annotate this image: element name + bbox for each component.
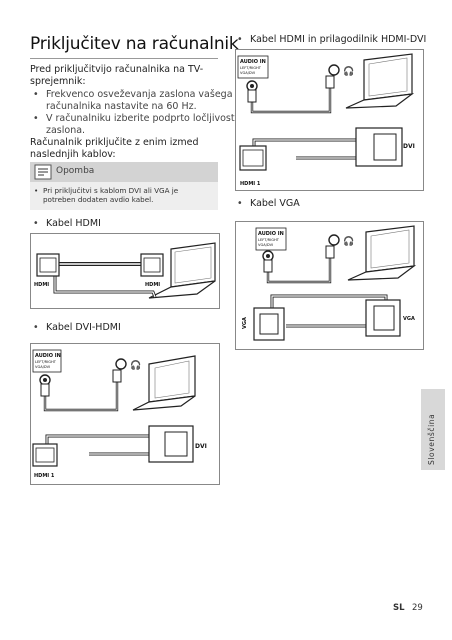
bullet-2-line-2: zaslona.: [46, 125, 86, 136]
hdmi1-label: HDMI 1: [240, 181, 261, 187]
bullet-dot: •: [237, 34, 243, 45]
bullet-1-line-1: Frekvenco osveževanja zaslona vašega: [46, 89, 233, 100]
bullet-dot: •: [33, 89, 39, 100]
note-label: Opomba: [56, 166, 95, 176]
intro-line-2: sprejemnik:: [30, 76, 86, 87]
vga-diagram: AUDIO IN LEFT/RIGHT VGA/DVI 🎧 VGA VGA: [235, 221, 424, 350]
language-side-tab: Slovenščina: [421, 389, 445, 470]
hdmi-dvi-diagram: AUDIO IN LEFT/RIGHT VGA/DVI 🎧 HDMI 1 DVI: [235, 49, 424, 191]
headphone-icon: 🎧: [343, 235, 354, 247]
page-number: 29: [412, 603, 423, 613]
audio-sub2-label: VGA/DVI: [240, 71, 255, 75]
note-header: Opomba: [30, 162, 218, 182]
note-text-line-2: potreben dodaten avdio kabel.: [43, 195, 154, 204]
intro-line-1: Pred priključitvijo računalnika na TV-: [30, 64, 204, 75]
vga-cable-illustration: AUDIO IN LEFT/RIGHT VGA/DVI 🎧 VGA VGA: [242, 225, 417, 341]
audio-in-label: AUDIO IN: [240, 59, 266, 65]
hdmi-diagram: HDMI HDMI: [30, 233, 220, 309]
vga-label: VGA: [242, 317, 248, 329]
section-hdmi-label: Kabel HDMI: [46, 218, 101, 229]
dvi-label: DVI: [195, 443, 207, 450]
bullet-dot: •: [33, 113, 39, 124]
audio-sub-label: LEFT/RIGHT: [35, 360, 57, 364]
audio-sub2-label: VGA/DVI: [35, 365, 50, 369]
footer-language: SL: [393, 603, 405, 613]
hdmi-label: HDMI: [145, 282, 160, 288]
dvi-hdmi-diagram: AUDIO IN LEFT/RIGHT VGA/DVI 🎧 HDMI 1 DVI: [30, 343, 220, 485]
audio-sub-label: LEFT/RIGHT: [258, 238, 280, 242]
bullet-2-line-1: V računalniku izberite podprto ločljivos…: [46, 113, 235, 124]
headphone-icon: 🎧: [343, 65, 354, 77]
bullet-dot: •: [33, 218, 39, 229]
audio-in-label: AUDIO IN: [258, 231, 284, 237]
note-text-line-1: Pri priključitvi s kablom DVI ali VGA je: [43, 186, 179, 195]
bullet-dot: •: [237, 198, 243, 209]
hdmi-label: HDMI: [34, 282, 49, 288]
vga-label: VGA: [403, 316, 415, 322]
audio-sub2-label: VGA/DVI: [258, 243, 273, 247]
dvi-hdmi-cable-illustration: AUDIO IN LEFT/RIGHT VGA/DVI 🎧 HDMI 1 DVI: [32, 349, 207, 479]
hdmi-cable-illustration: HDMI HDMI: [34, 242, 216, 299]
hdmi1-label: HDMI 1: [34, 473, 55, 479]
title-divider: [30, 58, 218, 59]
audio-in-label: AUDIO IN: [35, 353, 61, 359]
headphone-icon: 🎧: [130, 359, 141, 371]
section-hdmi-dvi-label: Kabel HDMI in prilagodilnik HDMI-DVI: [250, 34, 427, 45]
dvi-label: DVI: [403, 143, 415, 150]
page-title: Priključitev na računalnik: [30, 34, 239, 54]
connect-line-2: naslednjih kablov:: [30, 149, 116, 160]
note-body: • Pri priključitvi s kablom DVI ali VGA …: [30, 182, 218, 210]
hdmi-dvi-cable-illustration: AUDIO IN LEFT/RIGHT VGA/DVI 🎧 HDMI 1 DVI: [237, 53, 415, 187]
connect-line-1: Računalnik priključite z enim izmed: [30, 137, 199, 148]
audio-sub-label: LEFT/RIGHT: [240, 66, 262, 70]
section-vga-label: Kabel VGA: [250, 198, 300, 209]
language-side-tab-label: Slovenščina: [427, 413, 436, 465]
bullet-dot: •: [34, 186, 39, 195]
note-icon: [34, 164, 52, 180]
bullet-1-line-2: računalnika nastavite na 60 Hz.: [46, 101, 197, 112]
section-dvi-hdmi-label: Kabel DVI-HDMI: [46, 322, 121, 333]
bullet-dot: •: [33, 322, 39, 333]
